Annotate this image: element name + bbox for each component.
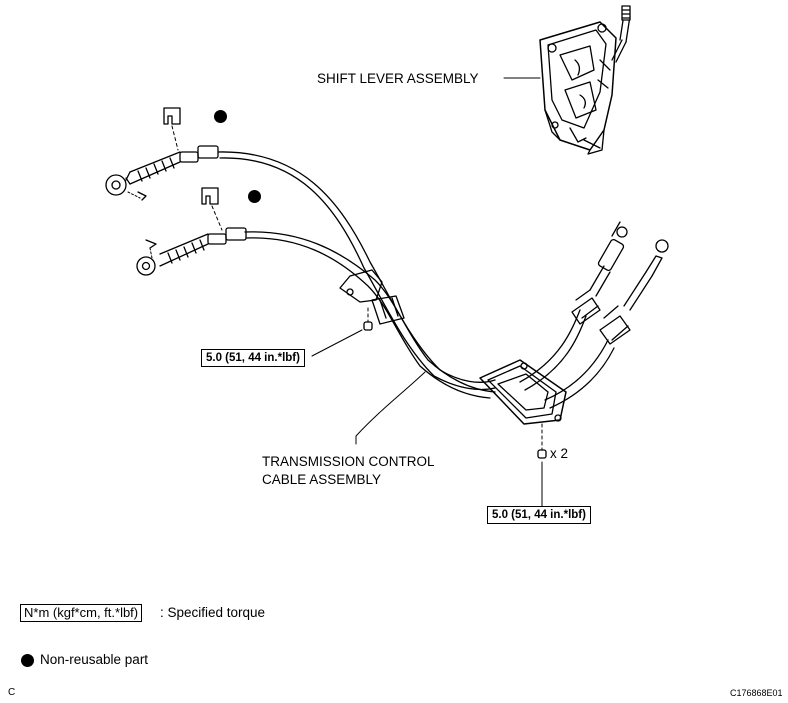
shift-lever-label: SHIFT LEVER ASSEMBLY	[317, 71, 479, 86]
clip-lower	[201, 187, 223, 231]
shift-lever-assembly	[539, 5, 631, 155]
cable-assembly-label-1: TRANSMISSION CONTROL	[262, 454, 435, 469]
mounting-bracket	[339, 269, 405, 331]
legend-torque-text: : Specified torque	[160, 605, 266, 620]
legend-nonreusable-text: Non-reusable part	[40, 652, 149, 667]
nonreusable-dot-upper	[214, 110, 227, 123]
footer-right-code: C176868E01	[730, 688, 783, 698]
footer-left-code: C	[8, 687, 16, 698]
legend-torque-units: N*m (kgf*cm, ft.*lbf)	[20, 604, 143, 622]
cable-lower	[244, 231, 496, 399]
cable-assembly-leader	[355, 371, 426, 445]
legend-nonreusable-dot	[21, 654, 34, 667]
cable-right-outer	[519, 309, 615, 409]
connector-right-1	[571, 221, 628, 325]
cable-end-upper-left	[105, 145, 219, 196]
quantity-label: x 2	[550, 446, 569, 461]
cable-end-lower-left	[136, 227, 247, 276]
torque-spec-left: 5.0 (51, 44 in.*lbf)	[201, 349, 305, 367]
cable-upper	[217, 151, 496, 391]
cable-assembly-label-2: CABLE ASSEMBLY	[262, 472, 382, 487]
nonreusable-dot-lower	[248, 190, 261, 203]
pin-lower	[145, 239, 157, 259]
clip-upper	[163, 107, 181, 151]
connector-right-2	[599, 239, 669, 345]
pin-upper	[127, 191, 147, 201]
grommet-plate	[479, 359, 567, 459]
torque-left-leader	[311, 329, 363, 357]
torque-spec-right: 5.0 (51, 44 in.*lbf)	[487, 506, 591, 524]
